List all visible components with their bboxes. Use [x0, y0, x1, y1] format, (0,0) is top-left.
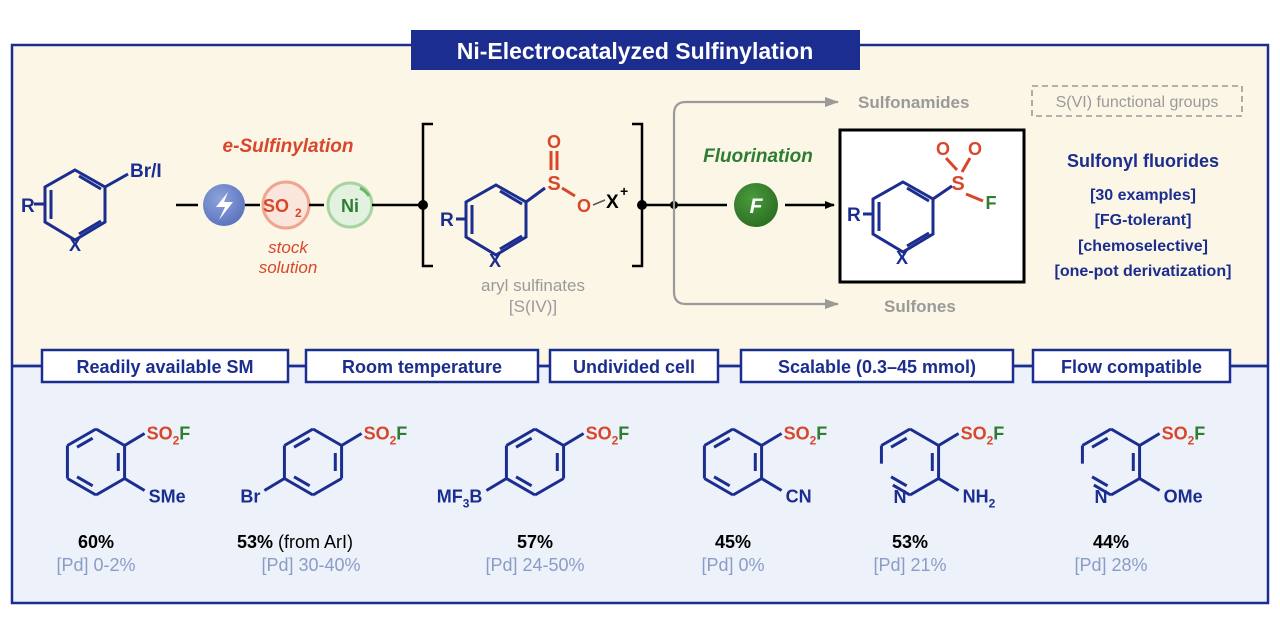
counterion: X — [606, 192, 619, 213]
svg-text:F: F — [750, 195, 764, 218]
branch-bottom-arrow — [672, 205, 839, 309]
so2f-label: SO2F — [961, 424, 1005, 448]
svg-text:+: + — [620, 183, 628, 199]
tag-label: Readily available SM — [76, 357, 253, 377]
step1-label: e-Sulfinylation — [223, 136, 354, 157]
svg-text:X: X — [896, 248, 908, 268]
svg-text:O: O — [968, 139, 982, 159]
svi-box — [1031, 85, 1243, 117]
so2f-label: SO2F — [1162, 424, 1206, 448]
substituent-label: CN — [786, 487, 812, 507]
product-title: Sulfonyl fluorides — [1067, 151, 1219, 171]
pd-comparison: [Pd] 0-2% — [56, 555, 135, 575]
tag-box — [304, 348, 540, 384]
tag-label: Scalable (0.3–45 mmol) — [778, 357, 976, 377]
step2-label: Fluorination — [703, 146, 813, 167]
feature-item: [FG-tolerant] — [1095, 212, 1192, 229]
stock-label-2: solution — [259, 258, 318, 277]
branch-top-label: Sulfonamides — [858, 93, 969, 112]
yield-label: 53% (from ArI) — [237, 532, 353, 552]
tag-box — [40, 348, 290, 384]
svg-text:R: R — [440, 210, 454, 231]
substituent-label: MF3B — [437, 487, 483, 511]
sulfinate-s: S — [547, 173, 560, 195]
pd-comparison: [Pd] 28% — [1074, 555, 1147, 575]
example-compound: SO2F MF3B — [437, 424, 630, 511]
feature-item: [one-pot derivatization] — [1055, 263, 1232, 280]
substituent-label: NH2 — [963, 487, 996, 511]
so2f-label: SO2F — [586, 424, 630, 448]
tags-row: Readily available SM Room temperature Undi… — [12, 348, 1268, 384]
bottom-panel — [12, 363, 1268, 603]
yield-label: 60% — [78, 532, 114, 552]
so2f-label: SO2F — [364, 424, 408, 448]
examples-row: SO2F SMe 60% [Pd] 0-2% SO2F Br 53% (from ArI) [… — [56, 424, 1205, 576]
example-compound: SO2F SMe — [65, 424, 191, 507]
ring-nitrogen: N — [894, 487, 907, 507]
sulfinate-o-minus: O — [577, 196, 591, 216]
svg-text:SO: SO — [263, 196, 289, 216]
sulfinate-o: O — [547, 132, 561, 152]
yield-label: 57% — [517, 532, 553, 552]
ring-x: X — [69, 235, 81, 255]
r-group: R — [21, 196, 35, 217]
svg-text:R: R — [847, 205, 861, 226]
title-box — [411, 30, 860, 70]
example-compound: SO2F Br — [240, 424, 407, 507]
svg-text:2: 2 — [295, 206, 302, 220]
svg-text:S(VI) functional groups: S(VI) functional groups — [1056, 94, 1219, 111]
feature-item: [30 examples] — [1090, 187, 1196, 204]
feature-item: [chemoselective] — [1078, 238, 1208, 255]
product-s: S — [951, 173, 964, 195]
yield-label: 53% — [892, 532, 928, 552]
example-compound: SO2F NH2 N — [879, 424, 1005, 511]
substituent-label: Br — [240, 487, 260, 507]
svg-text:Ni: Ni — [341, 196, 359, 216]
sulfinate-caption-1: aryl sulfinates — [481, 276, 585, 295]
stock-label-1: stock — [268, 238, 309, 257]
example-compound: SO2F CN — [702, 424, 828, 507]
so2f-label: SO2F — [784, 424, 828, 448]
example-compound: SO2F OMe N — [1080, 424, 1206, 507]
tag-box — [739, 348, 1015, 384]
bracket-right — [632, 122, 644, 268]
sulfinate-caption-2: [S(IV)] — [509, 297, 557, 316]
product-f: F — [986, 193, 997, 213]
tag-label: Undivided cell — [573, 357, 695, 377]
svg-text:X: X — [489, 251, 501, 271]
halide-label: Br/I — [130, 161, 162, 182]
branch-bottom-label: Sulfones — [884, 297, 956, 316]
substituent-label: SMe — [149, 487, 186, 507]
pd-comparison: [Pd] 21% — [873, 555, 946, 575]
feature-list: [30 examples] [FG-tolerant] [chemoselectiv… — [1055, 187, 1232, 280]
pd-comparison: [Pd] 24-50% — [485, 555, 584, 575]
pd-comparison: [Pd] 0% — [701, 555, 764, 575]
tag-label: Flow compatible — [1061, 357, 1202, 377]
ring-nitrogen: N — [1095, 487, 1108, 507]
pd-comparison: [Pd] 30-40% — [261, 555, 360, 575]
substituent-label: OMe — [1164, 487, 1203, 507]
so2f-label: SO2F — [147, 424, 191, 448]
tag-box — [548, 348, 720, 384]
yield-label: 44% — [1093, 532, 1129, 552]
tag-box — [1031, 348, 1232, 384]
yield-label: 45% — [715, 532, 751, 552]
aryl-halide — [34, 168, 129, 242]
bracket-left — [421, 122, 433, 268]
tag-label: Room temperature — [342, 357, 502, 377]
page-title: Ni-Electrocatalyzed Sulfinylation — [457, 38, 814, 64]
branch-top-arrow — [672, 97, 839, 205]
f-reagent-icon — [734, 183, 778, 227]
svg-text:O: O — [936, 139, 950, 159]
